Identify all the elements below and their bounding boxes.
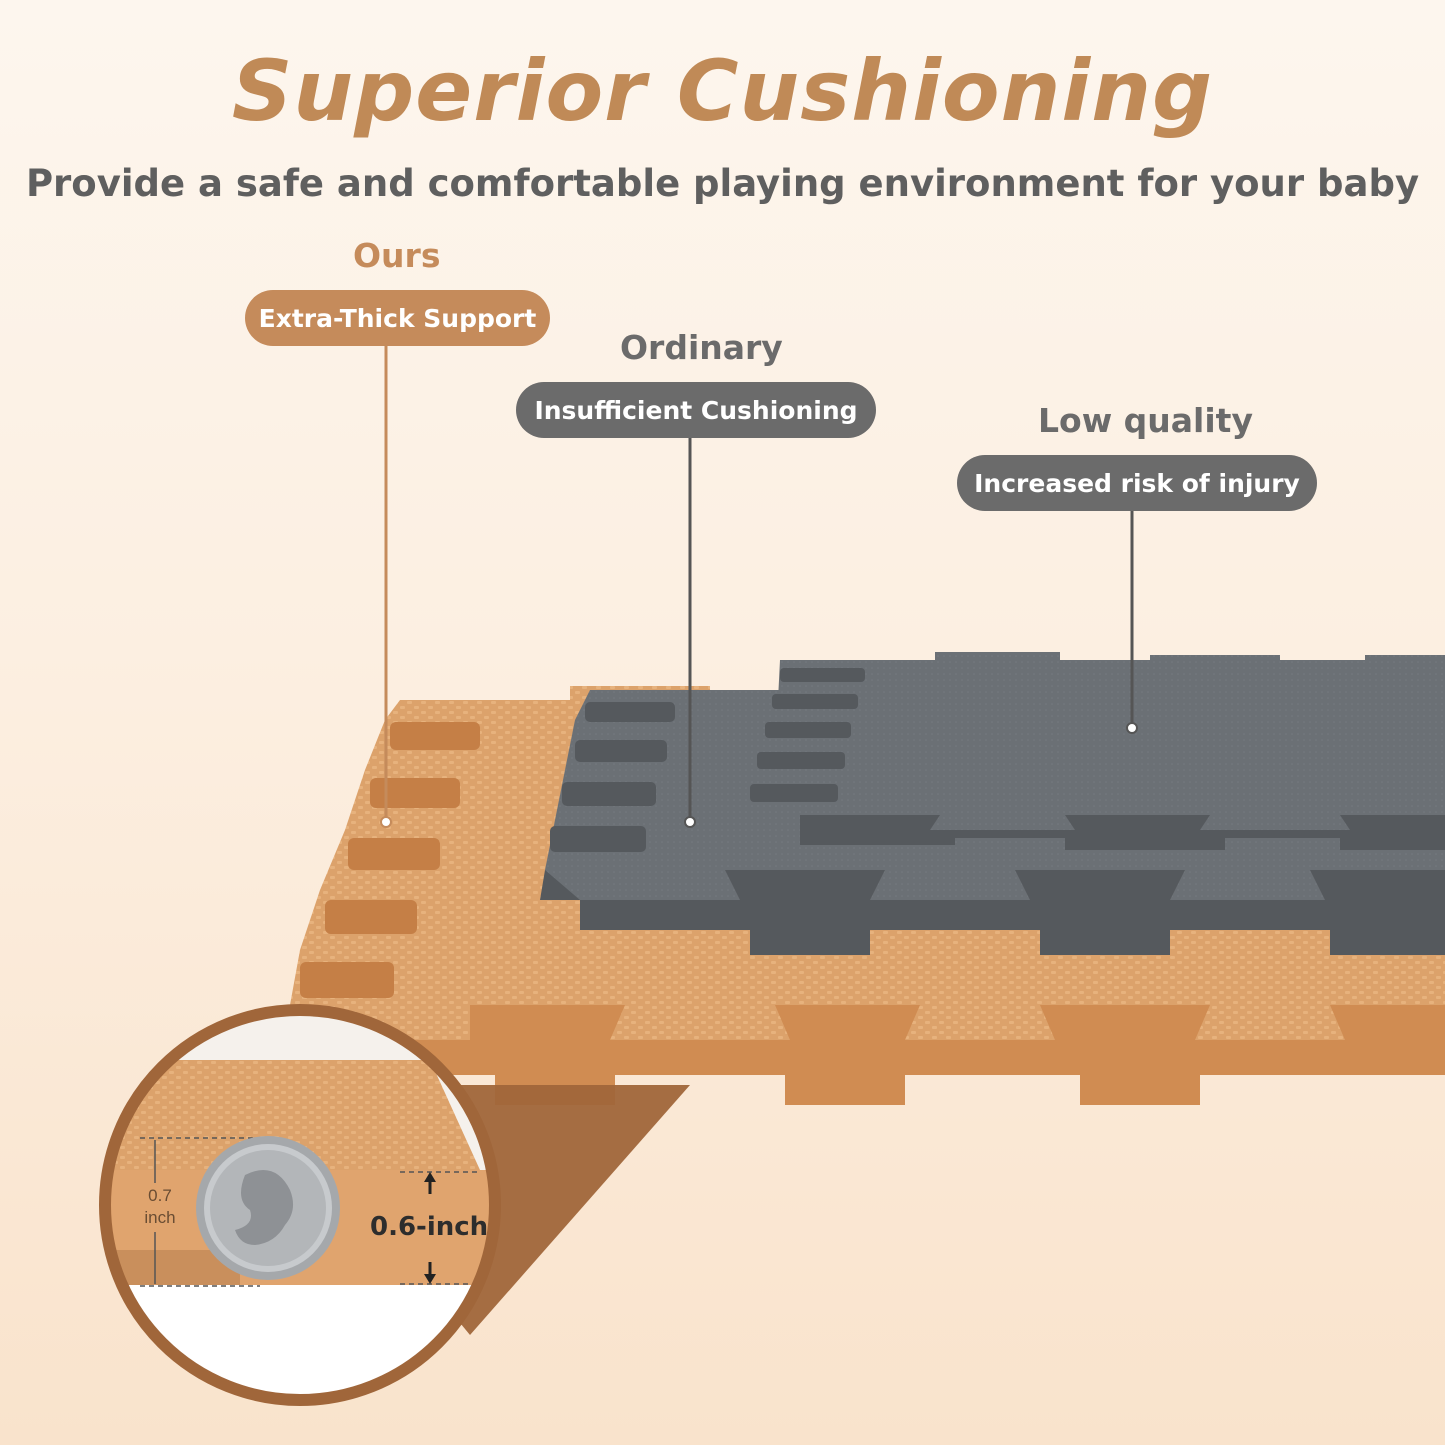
ordinary-tag: Insufficient Cushioning	[516, 382, 876, 438]
ours-label: Ours	[353, 236, 441, 275]
low-quality-leader-dot	[1126, 722, 1138, 734]
mat-thickness-label: 0.6-inch	[370, 1212, 489, 1242]
low-quality-label: Low quality	[1038, 401, 1253, 440]
ours-leader-dot	[380, 816, 392, 828]
coin-thickness-value: 0.7	[148, 1186, 172, 1205]
page-title: Superior Cushioning	[231, 42, 1214, 140]
zoom-circle	[99, 1004, 501, 1406]
low-quality-mat	[750, 652, 1445, 850]
ordinary-leader-dot	[684, 816, 696, 828]
coin-thickness-unit: inch	[144, 1208, 176, 1227]
ours-tag: Extra-Thick Support	[245, 290, 550, 346]
dime-coin-image	[196, 1136, 340, 1280]
low-quality-tag: Increased risk of injury	[957, 455, 1317, 511]
page-subtitle: Provide a safe and comfortable playing e…	[25, 162, 1420, 205]
ordinary-label: Ordinary	[620, 328, 783, 367]
